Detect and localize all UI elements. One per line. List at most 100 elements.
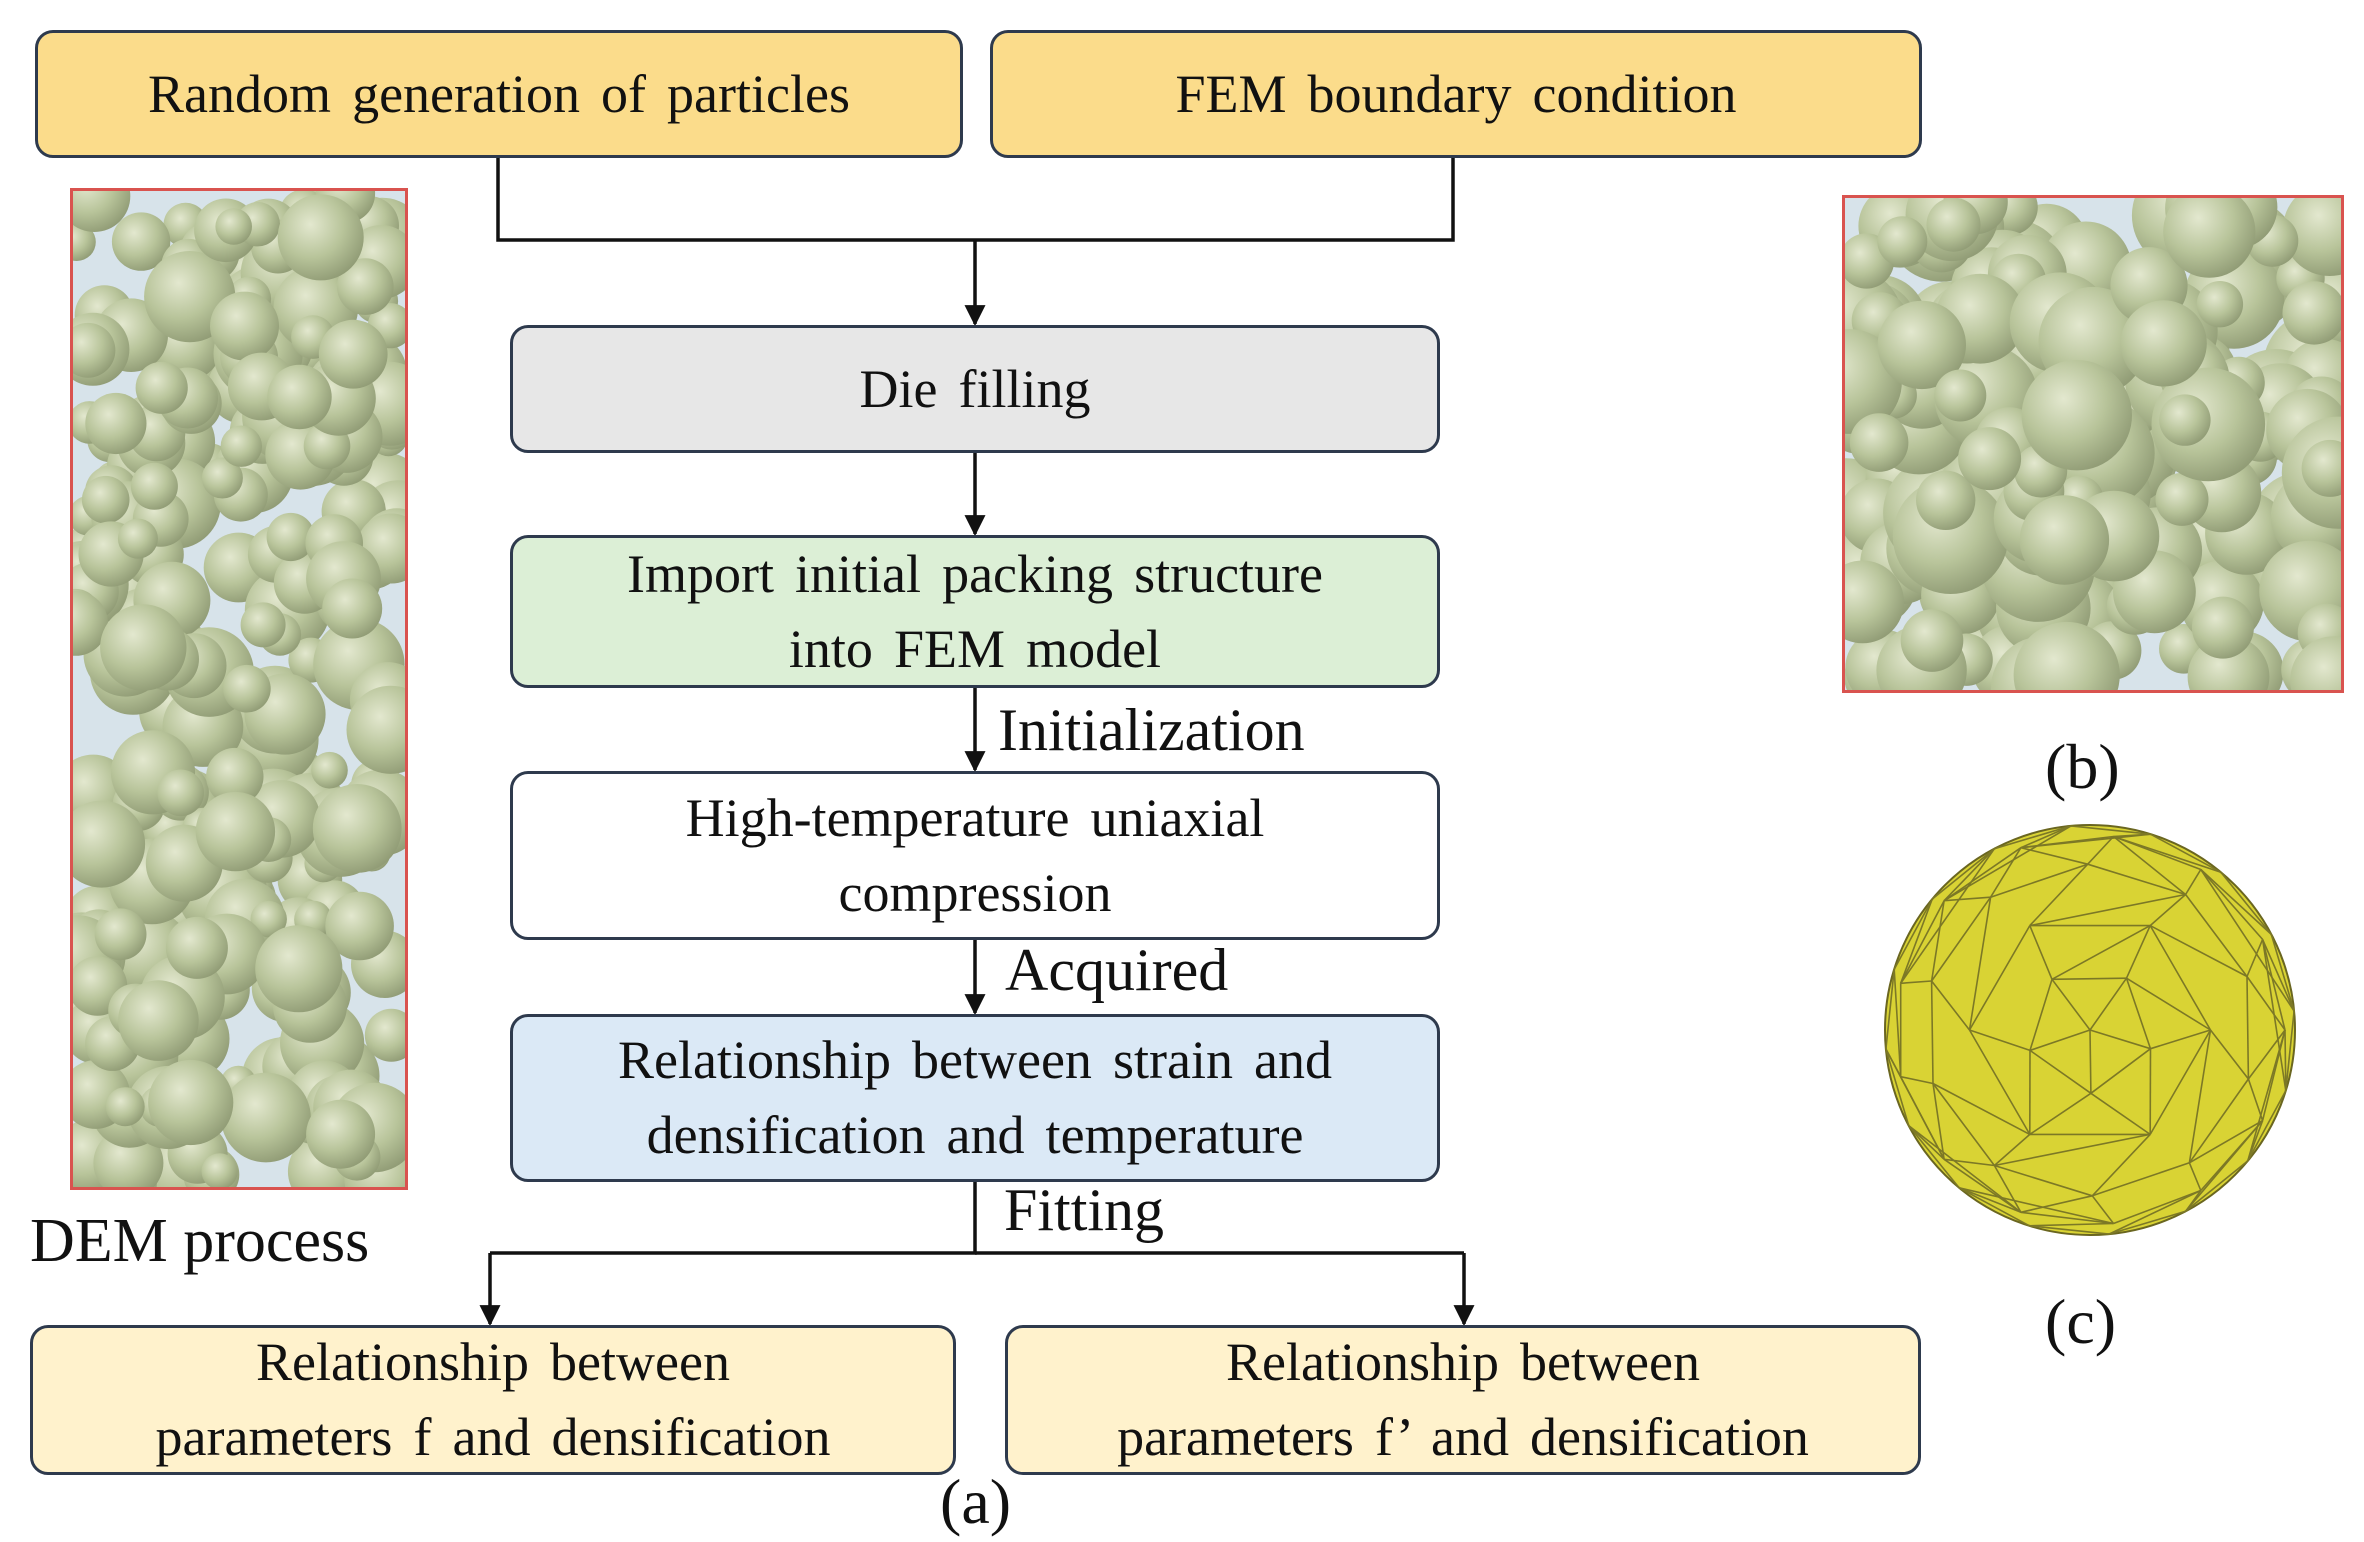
mesh-edge [2091, 1133, 2151, 1197]
mesh-edge [1893, 969, 1902, 1077]
mesh-edge [2247, 1029, 2286, 1162]
particle [94, 908, 147, 961]
particle [220, 425, 262, 467]
mesh-edge [2188, 1162, 2202, 1191]
particle [2282, 198, 2341, 276]
particle [210, 291, 279, 361]
mesh-edge [2089, 977, 2128, 1031]
compression-line-2: compression [838, 862, 1112, 923]
mesh-edge [2113, 835, 2222, 873]
mesh-edge [2125, 977, 2152, 1049]
particle [73, 223, 96, 261]
dem-process-panel [70, 188, 408, 1190]
mesh-edge [2149, 924, 2248, 978]
fem-boundary-text: FEM boundary condition [1175, 63, 1737, 124]
particle [223, 664, 271, 713]
particle [73, 322, 116, 378]
particle [85, 392, 147, 455]
particle [195, 791, 276, 872]
mesh-edge [2029, 893, 2186, 927]
particle [100, 604, 187, 691]
mesh-edge [1943, 847, 2022, 902]
particle [337, 258, 394, 315]
particle [73, 191, 131, 232]
particle [130, 462, 178, 510]
mesh-edge [2020, 1195, 2093, 1214]
mesh-edge [2029, 1222, 2114, 1227]
mesh-edge [2091, 1195, 2115, 1224]
mesh-edge [1900, 980, 1932, 985]
packed-particles [1845, 198, 2341, 690]
particle [277, 194, 364, 281]
particle [2191, 596, 2254, 659]
particle [322, 578, 383, 639]
import-line-2: into FEM model [788, 618, 1162, 679]
particle [312, 784, 402, 873]
mesh-edge [1900, 1075, 1934, 1085]
compression-box: High-temperature uniaxial compression [510, 771, 1440, 940]
mesh-edge [1930, 980, 1971, 1031]
particle [325, 891, 394, 961]
mesh-edge [1958, 1187, 2114, 1225]
mesh-edge [1908, 1125, 1945, 1160]
particle [2155, 472, 2209, 526]
mesh-edge [2149, 1029, 2212, 1135]
mesh-edge [1969, 1029, 2031, 1052]
particle [1877, 216, 1928, 267]
mesh-edge [1930, 980, 1934, 1084]
mesh-edge [2188, 1029, 2212, 1163]
particle [2196, 281, 2244, 328]
mesh-edge [2247, 1090, 2287, 1162]
particle [267, 364, 332, 430]
mesh-edge [2108, 1189, 2202, 1235]
particle [2120, 300, 2207, 387]
mesh-edge [2020, 846, 2088, 865]
mesh-edge [2247, 1120, 2264, 1162]
particle [311, 751, 348, 789]
fitting-label: Fitting [1004, 1177, 1165, 1243]
mesh-edge [2112, 835, 2187, 896]
initialization-label: Initialization [998, 697, 1305, 763]
mesh-edge [2029, 979, 2053, 1051]
mesh-edge [2029, 863, 2089, 927]
particle [201, 457, 243, 499]
mesh-edge [2108, 1210, 2186, 1235]
mesh-edge [2246, 976, 2250, 1080]
mesh-edge [1899, 898, 1933, 984]
mesh-edge [2246, 939, 2264, 977]
mesh-edge [2020, 833, 2151, 849]
param-fprime-box: Relationship between parameters f’ and d… [1005, 1325, 1921, 1475]
mesh-edge [2261, 939, 2286, 1031]
die-filling-text: Die filling [859, 358, 1091, 419]
mesh-edge [1994, 1133, 2151, 1167]
import-line-1: Import initial packing structure [627, 543, 1323, 604]
particle [318, 319, 388, 389]
mesh-edge [2200, 868, 2264, 940]
mesh-edge [1885, 969, 1895, 1050]
connector-fem-boundary [975, 158, 1455, 242]
particle [111, 212, 171, 271]
mesh-edge [2051, 924, 2151, 981]
mesh-edge [2126, 977, 2211, 1031]
particle [117, 518, 158, 559]
mesh-edge [1932, 1083, 1945, 1160]
mesh-edge [2184, 894, 2248, 977]
mesh-edge [2125, 925, 2151, 979]
mesh-edge [2184, 1120, 2264, 1212]
particle [2021, 360, 2132, 471]
mesh-edge [1943, 825, 2072, 902]
panel-b-label: (b) [2045, 731, 2120, 802]
particle [118, 980, 199, 1061]
particle [1877, 300, 1966, 390]
mesh-edge [2285, 1010, 2295, 1091]
relationship-line-2: densification and temperature [646, 1105, 1304, 1165]
dem-particles [73, 191, 405, 1187]
mesh-edge [2261, 939, 2287, 1091]
mesh-edge [1968, 1029, 2031, 1135]
mesh-edge [2090, 1092, 2151, 1136]
particle [1900, 609, 1964, 672]
particle [240, 602, 286, 648]
particle [201, 1153, 238, 1187]
panel-c-label: (c) [2045, 1286, 2117, 1357]
